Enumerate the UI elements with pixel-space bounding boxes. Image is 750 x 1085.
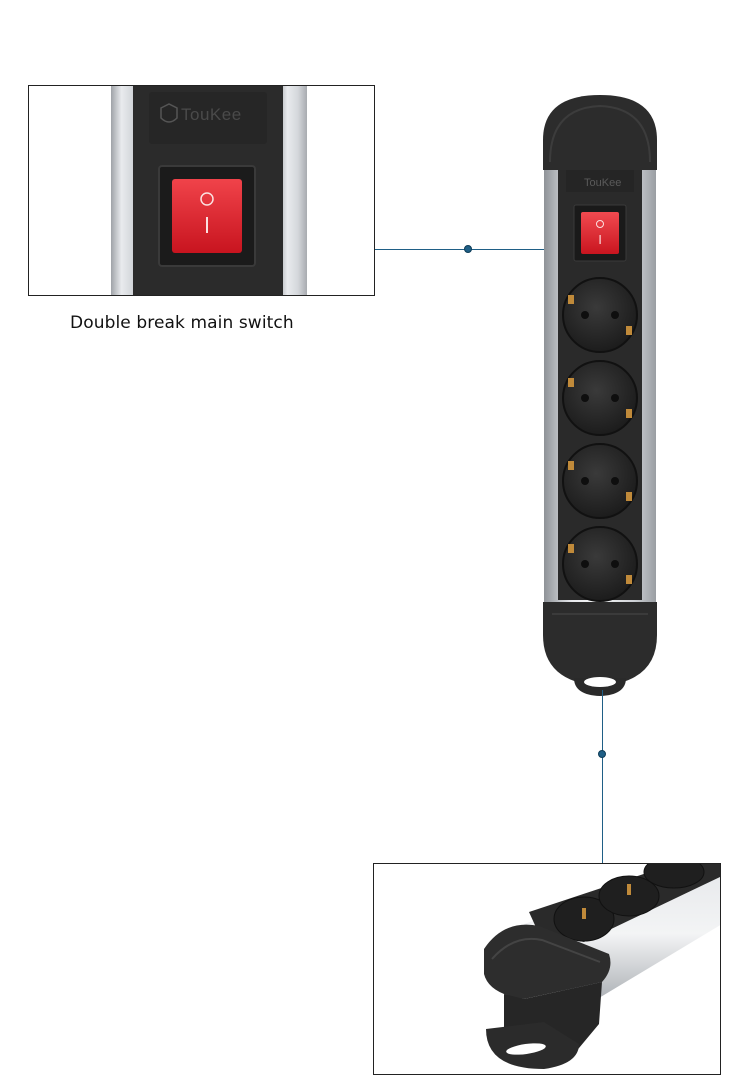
switch-caption: Double break main switch <box>70 313 294 333</box>
socket-1 <box>562 277 638 353</box>
svg-text:TouKee: TouKee <box>584 177 621 189</box>
power-strip-image: TouKee <box>543 95 657 696</box>
connector-line-switch <box>375 249 545 250</box>
endcap-closeup-image <box>484 864 720 1069</box>
switch-closeup-image <box>111 86 307 295</box>
endcap-zoom-panel <box>373 863 721 1075</box>
socket-3 <box>562 443 638 519</box>
brand-logo-text: TouKee <box>181 105 242 124</box>
connector-dot-end <box>598 750 606 758</box>
socket-4 <box>562 526 638 602</box>
connector-dot-switch <box>464 245 472 253</box>
socket-2 <box>562 360 638 436</box>
connector-line-end <box>602 690 603 863</box>
switch-zoom-panel: TouKee <box>28 85 375 296</box>
